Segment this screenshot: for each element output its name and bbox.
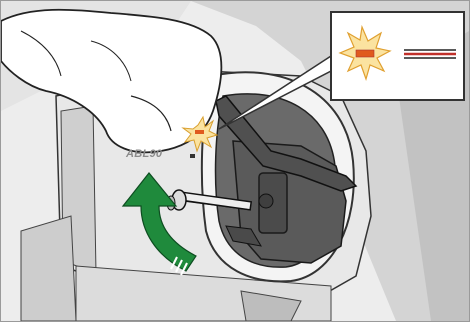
callout-content <box>332 13 463 99</box>
lit-indicator-icon <box>340 27 390 79</box>
indicator-callout <box>330 11 465 101</box>
cartridge-port <box>259 194 273 208</box>
device-brand-label: ABL90 <box>126 148 162 160</box>
indicator-legend-lines <box>404 50 456 58</box>
housing-base-left <box>21 216 76 321</box>
indicator-mark <box>190 154 195 158</box>
